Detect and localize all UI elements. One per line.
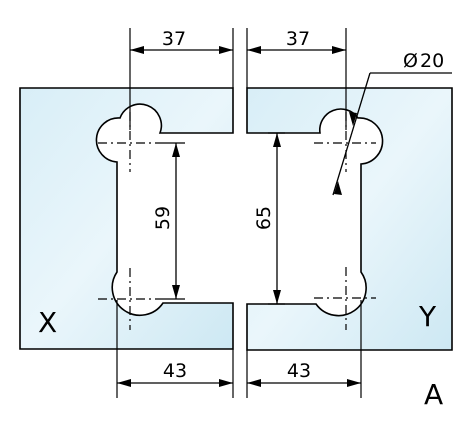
dim-label-bottom-left: 43: [163, 360, 187, 382]
dimension-right-vertical: 65: [253, 132, 285, 305]
dimension-bottom-left: 43: [116, 300, 234, 398]
diameter-symbol: Ø: [403, 50, 418, 72]
dimension-top-left: 37: [129, 28, 234, 130]
dim-label-right-vertical: 65: [253, 206, 275, 230]
label-view-a: A: [424, 378, 443, 411]
hole-center-lines: [98, 112, 376, 330]
dim-label-top-left: 37: [162, 28, 186, 50]
dim-label-left-vertical: 59: [152, 206, 174, 230]
diameter-value: 20: [420, 50, 444, 72]
label-x: X: [38, 306, 57, 339]
right-glass-panel: [246, 87, 453, 351]
dim-label-top-right: 37: [286, 28, 310, 50]
diameter-callout: Ø 20: [332, 50, 452, 196]
left-glass-panel: [19, 87, 234, 350]
dim-label-bottom-right: 43: [287, 360, 311, 382]
dimension-top-right: 37: [246, 28, 347, 130]
dimension-left-vertical: 59: [152, 142, 185, 300]
label-y: Y: [418, 300, 437, 333]
dimension-bottom-right: 43: [246, 300, 362, 398]
